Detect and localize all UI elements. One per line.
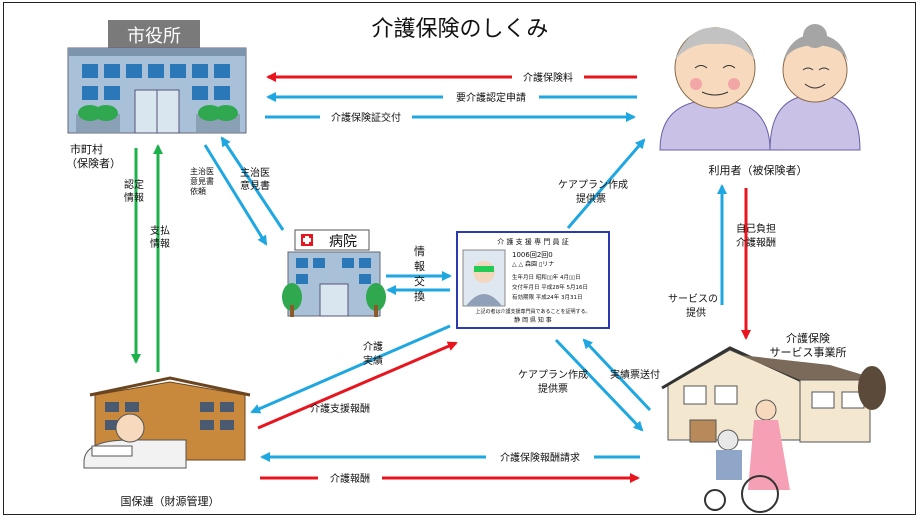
elderly-users-icon xyxy=(659,24,861,151)
payment-info-label-1: 支払 xyxy=(150,224,170,237)
care-fee-label: 介護報酬 xyxy=(330,472,370,485)
record-send-arrow xyxy=(582,338,652,412)
kokuho-label: 国保連（財源管理） xyxy=(121,494,220,508)
city-hall-icon: 市役所 xyxy=(67,20,247,134)
kokuho-building-icon xyxy=(83,376,251,469)
insurance-card-label: 介護保険証交付 xyxy=(331,111,401,124)
card-footer: 上記の者は介護支援専門員であることを証明する。 xyxy=(476,308,591,315)
care-manager-card: 介 護 支 援 専 門 員 証 1006回2回0 △ △ 森園 ▯リナ 生年月日… xyxy=(456,231,610,329)
physician-opinion-label-1: 主治医 xyxy=(240,166,270,179)
cert-info-label-1: 認定 xyxy=(124,178,144,191)
careplan-user-arrow xyxy=(566,138,646,229)
user-label: 利用者（被保険者） xyxy=(709,163,808,177)
physician-request-label-1: 主治医 xyxy=(190,166,214,176)
physician-opinion-arrow xyxy=(220,136,285,231)
care-provider-house-icon xyxy=(661,346,886,513)
record-send-label: 実績票送付 xyxy=(610,368,660,381)
careplan-user-label-2: 提供票 xyxy=(576,192,606,205)
card-title: 介 護 支 援 専 門 員 証 xyxy=(497,237,569,246)
service-label-2: 提供 xyxy=(686,306,706,319)
physician-request-label-3: 依頼 xyxy=(190,186,206,196)
service-label-1: サービスの xyxy=(668,293,718,305)
diagram-frame xyxy=(3,2,916,515)
card-line-4: 交付年月日 平成28年 5月16日 xyxy=(512,283,588,291)
care-record-label-2: 実績 xyxy=(363,354,383,367)
info-exchange-label-1: 情 xyxy=(414,245,425,258)
diagram-title: 介護保険のしくみ xyxy=(372,17,549,42)
card-line-3: 生年月日 昭和▯▯年 4月▯▯日 xyxy=(512,273,581,281)
info-exchange-label-2: 報 xyxy=(414,260,425,273)
physician-opinion-label-2: 意見書 xyxy=(240,179,270,192)
card-issuer: 静 岡 県 知 事 xyxy=(514,316,552,324)
physician-request-label-2: 意見書 xyxy=(190,176,214,186)
careplan-user-label-1: ケアプラン作成 xyxy=(558,179,628,191)
care-support-fee-arrow xyxy=(257,341,458,430)
info-exchange-label-3: 交 xyxy=(414,274,425,288)
fee-request-label: 介護保険報酬請求 xyxy=(500,451,580,464)
card-line-5: 有効期限 平成24年 3月31日 xyxy=(512,293,583,301)
care-support-fee-label: 介護支援報酬 xyxy=(310,402,370,415)
physician-request-arrow xyxy=(203,144,268,246)
careplan-provider-arrow xyxy=(554,338,644,432)
provider-label-2: サービス事業所 xyxy=(770,346,847,359)
payment-info-label-2: 情報 xyxy=(150,237,170,250)
city-hall-sign: 市役所 xyxy=(127,26,181,47)
hospital-sign: 病院 xyxy=(329,234,357,250)
cert-info-label-2: 情報 xyxy=(124,191,144,204)
card-line-1: 1006回2回0 xyxy=(512,251,553,259)
care-record-label-1: 介護 xyxy=(363,340,383,353)
provider-label-1: 介護保険 xyxy=(786,331,830,345)
care-record-arrow xyxy=(250,324,451,414)
careplan-provider-label-2: 提供票 xyxy=(538,382,568,395)
hospital-icon: 病院 xyxy=(282,229,386,317)
copay-label-2: 介護報酬 xyxy=(736,236,776,249)
copay-label-1: 自己負担 xyxy=(736,222,776,235)
municipality-label-1: 市町村 xyxy=(70,142,103,156)
careplan-provider-label-1: ケアプラン作成 xyxy=(518,369,588,381)
info-exchange-label-4: 換 xyxy=(414,290,425,303)
certification-request-label: 要介護認定申請 xyxy=(456,91,526,104)
card-line-2: △ △ 森園 ▯リナ xyxy=(512,260,554,268)
premium-label: 介護保険料 xyxy=(523,71,573,84)
municipality-label-2: （保険者） xyxy=(66,156,121,170)
